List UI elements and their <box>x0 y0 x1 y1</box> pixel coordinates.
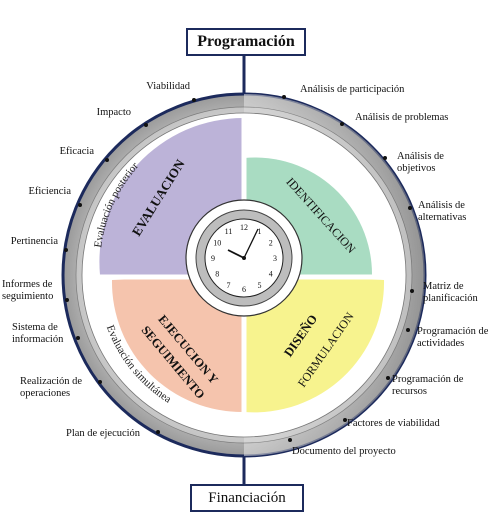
clock-number: 12 <box>240 223 248 232</box>
financiacion-box: Financiación <box>190 484 304 512</box>
clock-number: 11 <box>225 227 233 236</box>
clock-number: 1 <box>258 227 262 236</box>
clock-minute-hand <box>243 228 259 259</box>
ejecucion-quadrant <box>111 275 244 413</box>
label-sistema-informacion: Sistema de información <box>12 322 64 345</box>
label-analisis-problemas: Análisis de problemas <box>355 112 449 123</box>
clock-number: 6 <box>242 285 246 294</box>
clock-number: 4 <box>269 270 273 279</box>
clock-hour-hand <box>227 249 245 259</box>
label-eficacia: Eficacia <box>59 146 94 157</box>
label-matriz-planificacion: Matriz de planificación <box>423 281 478 304</box>
rim-dots <box>64 95 414 442</box>
label-impacto: Impacto <box>96 107 131 118</box>
label-analisis-objetivos: Análisis de objetivos <box>397 151 444 174</box>
label-programacion-recursos: Programación de recursos <box>392 374 464 397</box>
label-plan-ejecucion: Plan de ejecución <box>66 428 141 439</box>
clock-number: 2 <box>269 239 273 248</box>
diseno-quadrant <box>244 275 385 413</box>
label-realizacion-operaciones: Realización de operaciones <box>20 376 83 399</box>
label-viabilidad: Viabilidad <box>146 81 190 92</box>
label-factores-viabilidad: Factores de viabilidad <box>347 418 440 429</box>
clock-number: 10 <box>213 239 221 248</box>
clock-number: 7 <box>227 281 231 290</box>
clock-number: 3 <box>273 254 277 263</box>
clock-number: 8 <box>215 270 219 279</box>
programacion-box: Programación <box>186 28 306 56</box>
clock-number: 5 <box>258 281 262 290</box>
label-pertinencia: Pertinencia <box>10 236 58 247</box>
label-analisis-alternativas: Análisis de alternativas <box>418 200 467 223</box>
label-documento-proyecto: Documento del proyecto <box>292 446 396 457</box>
label-programacion-actividades: Programación de actividades <box>417 326 489 349</box>
label-informes-seguimiento: Informes de seguimiento <box>2 279 54 302</box>
clock-number: 9 <box>211 254 215 263</box>
label-analisis-participacion: Análisis de participación <box>300 84 405 95</box>
label-eficiencia: Eficiencia <box>28 186 71 197</box>
